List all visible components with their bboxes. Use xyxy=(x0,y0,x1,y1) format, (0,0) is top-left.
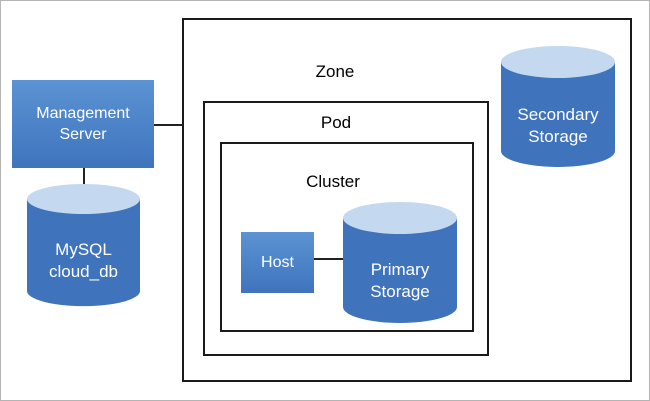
primary-storage-label-1: Primary xyxy=(370,260,430,279)
storage-icon xyxy=(501,46,615,167)
secondary-storage-label-1: Secondary xyxy=(517,105,599,124)
zone-label: Zone xyxy=(315,62,355,81)
database-icon xyxy=(27,184,140,307)
primary-storage-cylinder: Primary Storage xyxy=(342,201,458,325)
secondary-storage-label-2: Storage xyxy=(528,127,588,146)
mgmt-to-mysql-connector xyxy=(83,168,85,186)
storage-icon xyxy=(343,202,457,323)
pod-label: Pod xyxy=(320,113,352,132)
management-server-label-1: Management xyxy=(36,105,130,122)
cluster-box xyxy=(220,142,474,332)
mgmt-to-zone-connector xyxy=(154,124,183,126)
zone-box xyxy=(182,18,632,382)
primary-storage-label-2: Storage xyxy=(370,282,430,301)
cluster-label: Cluster xyxy=(306,172,360,191)
host-box: Host xyxy=(241,232,314,293)
management-server-label-2: Server xyxy=(59,126,107,143)
mysql-label-1: MySQL xyxy=(55,240,112,259)
host-to-primary-connector xyxy=(314,258,344,260)
host-label: Host xyxy=(261,254,294,271)
management-server-box: Management Server xyxy=(12,80,154,168)
secondary-storage-cylinder: Secondary Storage xyxy=(500,45,616,169)
pod-box xyxy=(203,101,489,356)
mysql-label-2: cloud_db xyxy=(48,262,118,281)
mysql-database-cylinder: MySQL cloud_db xyxy=(26,183,141,308)
